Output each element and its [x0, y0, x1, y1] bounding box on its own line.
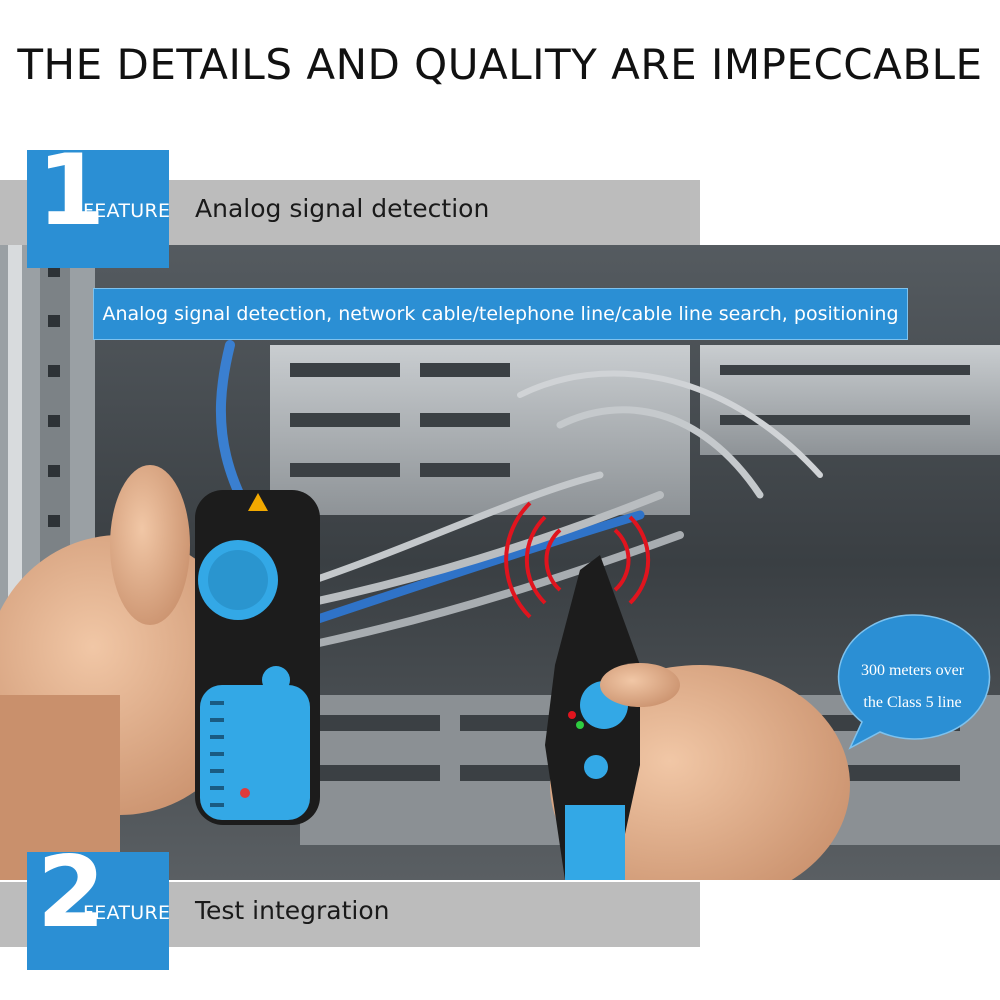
range-bubble: 300 meters over the Class 5 line [830, 610, 995, 750]
feature-1-number: 1 [37, 134, 106, 248]
product-photo [0, 245, 1000, 880]
bubble-line-2: the Class 5 line [863, 694, 962, 711]
feature-1-title: Analog signal detection [195, 194, 490, 223]
feature-1-badge: 1 FEATURE [27, 142, 171, 268]
bubble-shape [837, 614, 991, 750]
feature-1-label: FEATURE [83, 200, 171, 222]
feature-2-badge: 2 FEATURE [27, 844, 171, 970]
bubble-line-1: 300 meters over [860, 662, 965, 679]
description-banner: Analog signal detection, network cable/t… [93, 288, 908, 340]
feature-2-number: 2 [37, 836, 106, 950]
page-headline: THE DETAILS AND QUALITY ARE IMPECCABLE [17, 40, 983, 89]
feature-2-title: Test integration [195, 896, 390, 925]
feature-2-label: FEATURE [83, 902, 171, 924]
